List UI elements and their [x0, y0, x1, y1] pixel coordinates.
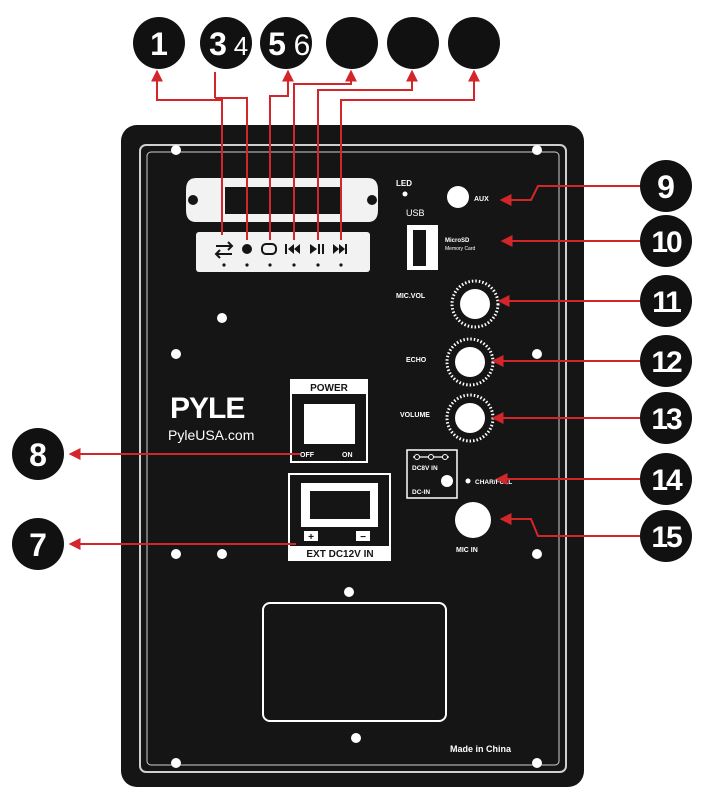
ext-dc-label: EXT DC12V IN	[306, 549, 373, 560]
callout-7	[12, 518, 64, 570]
button-dots	[222, 263, 343, 267]
mic-in-jack[interactable]	[455, 502, 491, 538]
power-off-label: OFF	[300, 452, 315, 459]
callout-15-number: 15	[651, 521, 682, 554]
callout-3-number: 3	[209, 26, 227, 62]
ext-dc-plus: +	[308, 532, 314, 543]
callout-4-number: 4	[234, 31, 248, 61]
power-switch[interactable]	[304, 404, 355, 444]
usb-label: USB	[406, 208, 425, 218]
callout-badges: 1 3 4 5 6 9 10 11 12 13 14 15 8 7	[12, 17, 692, 570]
microsd-label-line2: Memory Card	[445, 246, 476, 252]
display-window	[225, 187, 341, 214]
back-panel	[121, 125, 584, 787]
callout-15	[640, 510, 692, 562]
volume-label: VOLUME	[400, 412, 430, 419]
usb-port-slot	[413, 230, 426, 266]
callout-12	[640, 335, 692, 387]
callout-blank-c	[448, 17, 500, 69]
aux-label: AUX	[474, 196, 489, 203]
led-indicator	[402, 191, 408, 197]
previous-icon[interactable]	[285, 244, 300, 254]
callout-14	[640, 453, 692, 505]
callout-10-number: 10	[651, 226, 682, 259]
ext-dc-group: + − EXT DC12V IN	[288, 473, 391, 561]
charge-full-label: CHAR/FULL	[475, 479, 512, 486]
power-label: POWER	[310, 383, 349, 394]
media-player-module	[186, 178, 378, 222]
dc-in-label: DC-IN	[412, 489, 430, 496]
callout-blank-b	[387, 17, 439, 69]
dc8v-in-label: DC8V IN	[412, 465, 438, 472]
screw-holes	[171, 145, 542, 768]
callout-8	[12, 428, 64, 480]
callout-9-number: 9	[657, 169, 675, 205]
volume-knob[interactable]	[455, 403, 485, 433]
mic-vol-label: MIC.VOL	[396, 293, 426, 300]
led-label: LED	[396, 179, 412, 188]
callout-11-number: 11	[652, 286, 681, 319]
aux-jack[interactable]	[447, 186, 469, 208]
callout-7-number: 7	[29, 527, 47, 563]
charge-indicator	[465, 478, 471, 484]
panel-inner-border	[146, 151, 560, 766]
mic-in-label: MIC IN	[456, 547, 478, 554]
brand-logo: PYLE	[170, 392, 244, 425]
callout-3-4	[200, 17, 252, 69]
callout-13	[640, 392, 692, 444]
mic-vol-knob[interactable]	[460, 289, 490, 319]
power-switch-group: POWER OFF ON	[290, 379, 368, 463]
echo-label: ECHO	[406, 357, 427, 364]
dc-in-jack[interactable]	[441, 475, 453, 487]
callout-10	[640, 215, 692, 267]
callout-8-number: 8	[29, 437, 47, 473]
callout-13-number: 13	[651, 403, 682, 436]
callout-5-6	[260, 17, 312, 69]
bottom-cover-plate	[262, 602, 447, 722]
callout-5-number: 5	[268, 26, 286, 62]
brand-website: PyleUSA.com	[168, 427, 254, 443]
callout-9	[640, 160, 692, 212]
echo-knob[interactable]	[455, 347, 485, 377]
record-dot-icon[interactable]	[242, 244, 252, 254]
play-pause-icon[interactable]	[310, 244, 324, 254]
ext-dc-minus: −	[360, 532, 366, 543]
callout-1-number: 1	[150, 26, 168, 62]
control-button-strip	[196, 232, 370, 272]
callout-11	[640, 275, 692, 327]
leader-lines	[68, 69, 640, 550]
microsd-label-line1: MicroSD	[445, 238, 470, 244]
repeat-icon[interactable]	[261, 243, 277, 255]
callout-12-number: 12	[651, 346, 682, 379]
callout-6-number: 6	[294, 29, 311, 62]
made-in-label: Made in China	[450, 744, 512, 754]
callout-14-number: 14	[651, 464, 683, 497]
power-on-label: ON	[342, 452, 353, 459]
callout-blank-a	[326, 17, 378, 69]
dc-in-box: DC8V IN DC-IN	[406, 449, 458, 499]
shuffle-icon[interactable]	[214, 241, 234, 259]
panel-border	[139, 144, 567, 773]
callout-1	[133, 17, 185, 69]
next-icon[interactable]	[333, 244, 347, 254]
